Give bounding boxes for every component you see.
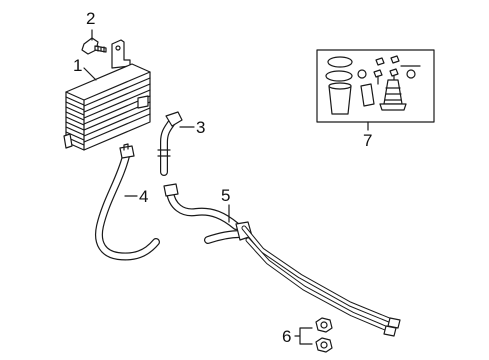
cooler-lines xyxy=(163,183,401,337)
mounting-bolt xyxy=(81,37,107,55)
callout-6: 6 xyxy=(282,327,292,346)
callout-7: 7 xyxy=(363,131,373,150)
leader-lines xyxy=(83,29,369,345)
callout-5: 5 xyxy=(221,186,231,205)
callout-1: 1 xyxy=(73,56,83,75)
oil-cooler xyxy=(63,39,151,151)
callout-2: 2 xyxy=(86,9,96,28)
short-hose xyxy=(157,111,183,176)
u-hose xyxy=(95,143,160,261)
callout-4: 4 xyxy=(139,187,149,206)
callout-3: 3 xyxy=(196,118,206,137)
hardware-kit xyxy=(316,49,435,123)
fitting-nuts xyxy=(315,317,333,353)
